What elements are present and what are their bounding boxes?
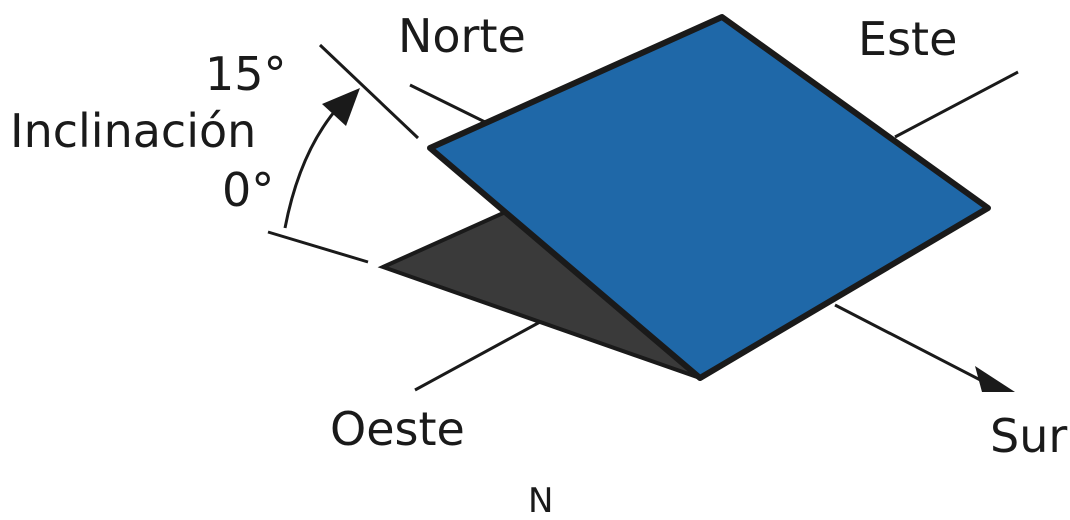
label-tilt-angle: 15°: [205, 47, 287, 101]
label-sur: Sur: [990, 409, 1067, 463]
label-tilt-title: Inclinación: [10, 104, 256, 158]
angle-arc: [283, 104, 342, 229]
label-norte: Norte: [398, 9, 526, 63]
west-axis-line: [414, 320, 541, 392]
label-este: Este: [858, 12, 957, 66]
label-oeste: Oeste: [330, 402, 465, 456]
south-axis-line: [834, 303, 991, 387]
label-compass-n: N: [528, 481, 553, 520]
label-zero-angle: 0°: [222, 163, 274, 217]
north-axis-line: [409, 83, 486, 124]
tilt-reference-line: [318, 43, 420, 140]
south-arrow-icon: [975, 366, 1015, 392]
east-axis-line: [894, 70, 1019, 139]
horizontal-reference-line: [267, 230, 369, 264]
angle-arrow-icon: [322, 88, 360, 126]
solar-panel: [427, 14, 991, 381]
